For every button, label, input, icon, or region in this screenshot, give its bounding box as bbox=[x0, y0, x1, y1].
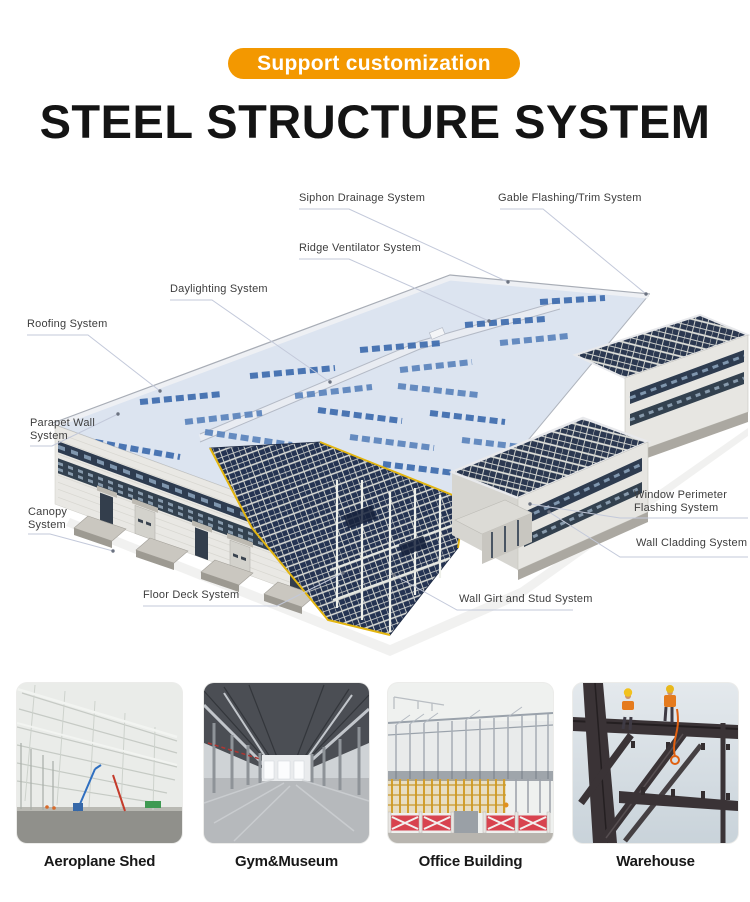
worker-figures bbox=[621, 685, 680, 765]
diagram-label-wall-girt: Wall Girt and Stud System bbox=[459, 593, 593, 605]
photo-warehouse-image bbox=[573, 683, 738, 843]
diagram-label-canopy: Canopy System bbox=[28, 506, 68, 531]
caption-warehouse: Warehouse bbox=[616, 853, 695, 870]
photo-office-building bbox=[388, 683, 553, 843]
leader-window-perimeter bbox=[529, 503, 748, 519]
leader-wall-cladding bbox=[548, 511, 748, 558]
page-title: STEEL STRUCTURE SYSTEM bbox=[39, 95, 711, 148]
photo-aeroplane-shed bbox=[17, 683, 182, 843]
photo-gym-museum-image bbox=[204, 683, 369, 843]
leader-gable bbox=[500, 208, 647, 295]
building-diagram: Siphon Drainage System Gable Flashing/Tr… bbox=[0, 180, 750, 660]
leader-parapet bbox=[30, 413, 119, 447]
leader-floor-deck bbox=[143, 572, 344, 607]
diagram-label-ridge-ventilator: Ridge Ventilator System bbox=[299, 242, 421, 254]
gallery-item-aeroplane-shed: Aeroplane Shed bbox=[17, 683, 182, 870]
leader-canopy bbox=[28, 533, 114, 552]
diagram-label-gable-flashing: Gable Flashing/Trim System bbox=[498, 192, 642, 204]
support-customization-badge: Support customization bbox=[228, 48, 520, 79]
photo-gym-museum bbox=[204, 683, 369, 843]
gallery-item-office-building: Office Building bbox=[388, 683, 553, 870]
photo-aeroplane-shed-image bbox=[17, 683, 182, 843]
loading-docks bbox=[73, 515, 317, 614]
leader-lines bbox=[27, 208, 748, 611]
leader-siphon bbox=[299, 208, 509, 283]
caption-gym-museum: Gym&Museum bbox=[234, 853, 339, 870]
stair-block bbox=[454, 499, 533, 564]
leader-roofing bbox=[27, 334, 161, 392]
annex-far bbox=[572, 313, 750, 466]
diagram-label-roofing: Roofing System bbox=[27, 318, 108, 330]
annex-near bbox=[448, 416, 652, 580]
caption-aeroplane-shed: Aeroplane Shed bbox=[43, 853, 156, 870]
diagram-label-parapet-wall: Parapet Wall System bbox=[30, 417, 95, 442]
diagram-label-daylighting: Daylighting System bbox=[170, 283, 268, 295]
diagram-label-floor-deck: Floor Deck System bbox=[143, 589, 240, 601]
caption-office-building: Office Building bbox=[418, 853, 523, 870]
diagram-label-wall-cladding: Wall Cladding System bbox=[636, 537, 748, 549]
photo-office-building-image bbox=[388, 683, 553, 843]
gallery-item-gym-museum: Gym&Museum bbox=[204, 683, 369, 870]
photo-warehouse bbox=[573, 683, 738, 843]
building-illustration bbox=[52, 274, 750, 656]
diagram-label-siphon-drainage: Siphon Drainage System bbox=[299, 192, 426, 204]
leader-daylighting bbox=[170, 299, 331, 383]
leader-endpoint-dots bbox=[111, 280, 648, 577]
gallery-item-warehouse: Warehouse bbox=[573, 683, 738, 870]
leader-ridge bbox=[299, 258, 490, 322]
leader-wall-girt bbox=[393, 574, 573, 611]
diagram-label-window-perimeter: Window Perimeter Flashing System bbox=[634, 489, 728, 514]
